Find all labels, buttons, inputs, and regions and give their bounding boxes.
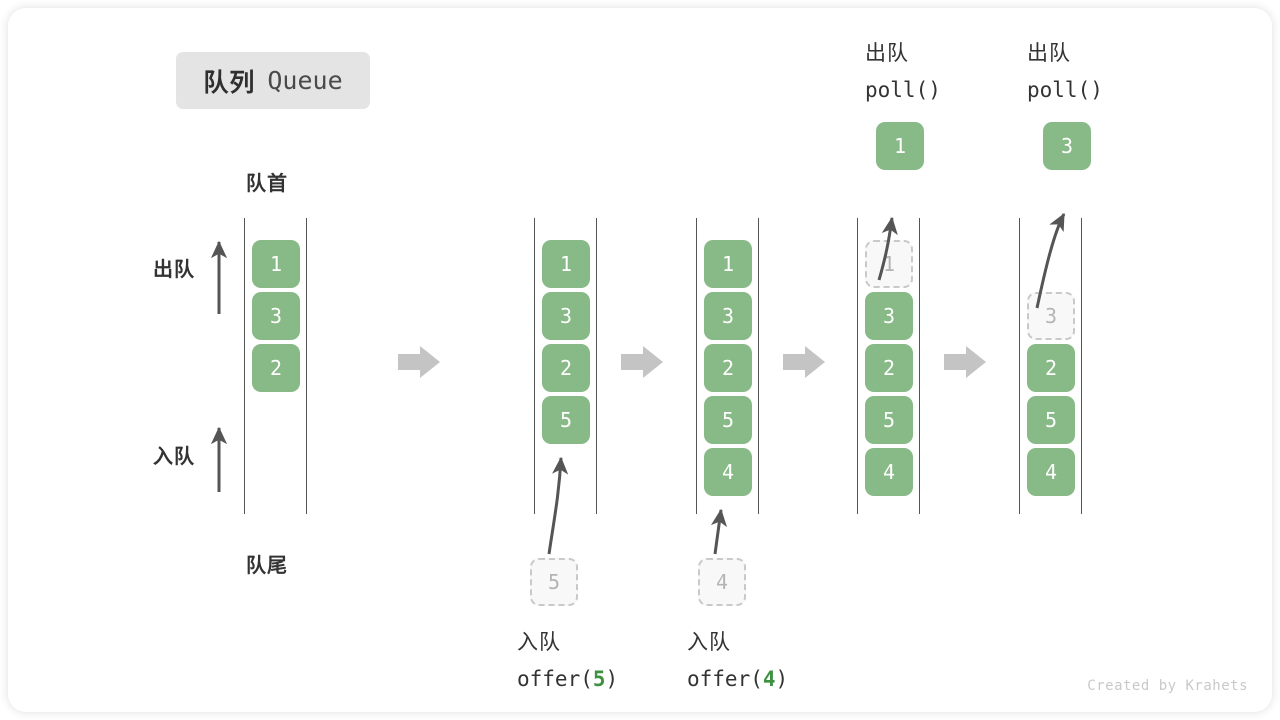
step-arrow-icon — [783, 346, 825, 378]
caption-fn: offer( — [687, 667, 763, 691]
queue-cell: 3 — [704, 292, 752, 340]
queue-cell: 5 — [865, 396, 913, 444]
caption-label: 入队 — [517, 631, 561, 654]
caption-label: 出队 — [1027, 42, 1071, 65]
queue-cell: 1 — [704, 240, 752, 288]
queue-column-offer-5: 1 3 2 5 — [534, 218, 598, 514]
queue-column-poll-1: 1 3 2 5 4 — [857, 218, 921, 514]
queue-cell: 5 — [542, 396, 590, 444]
queue-cell: 4 — [704, 448, 752, 496]
queue-cell: 1 — [542, 240, 590, 288]
watermark: Created by Krahets — [1087, 678, 1248, 694]
queue-cell: 3 — [542, 292, 590, 340]
rail-right-icon — [1081, 218, 1082, 514]
queue-cell: 2 — [1027, 344, 1075, 392]
queue-cell: 2 — [704, 344, 752, 392]
queue-cell: 5 — [704, 396, 752, 444]
queue-cell-removed: 3 — [1027, 292, 1075, 340]
queue-column-initial: 1 3 2 — [244, 218, 308, 514]
queue-column-offer-4: 1 3 2 5 4 — [696, 218, 760, 514]
queue-cell: 3 — [252, 292, 300, 340]
rail-right-icon — [306, 218, 307, 514]
caption-code: offer(4) — [687, 661, 788, 697]
caption-poll-1: 出队 poll() — [865, 36, 941, 108]
queue-cell: 2 — [865, 344, 913, 392]
step-arrow-icon — [944, 346, 986, 378]
rail-left-icon — [244, 218, 245, 514]
caption-fn-end: ) — [605, 667, 619, 691]
queue-cell: 5 — [1027, 396, 1075, 444]
rail-left-icon — [1019, 218, 1020, 514]
polled-value-cell: 3 — [1043, 122, 1091, 170]
queue-cell: 4 — [1027, 448, 1075, 496]
caption-code: poll() — [865, 78, 941, 102]
caption-label: 入队 — [687, 631, 731, 654]
caption-arg: 4 — [762, 667, 776, 691]
caption-code: offer(5) — [517, 661, 618, 697]
caption-arg: 5 — [592, 667, 606, 691]
rail-left-icon — [534, 218, 535, 514]
caption-fn: offer( — [517, 667, 593, 691]
title-en: Queue — [267, 66, 343, 95]
head-label: 队首 — [246, 173, 288, 195]
queue-cell-removed: 1 — [865, 240, 913, 288]
queue-cell: 3 — [865, 292, 913, 340]
pending-enqueue-cell: 4 — [698, 558, 746, 606]
queue-cell: 1 — [252, 240, 300, 288]
queue-cell: 2 — [252, 344, 300, 392]
rail-left-icon — [857, 218, 858, 514]
rail-right-icon — [596, 218, 597, 514]
caption-code: poll() — [1027, 78, 1103, 102]
enqueue-side-label: 入队 — [153, 446, 195, 468]
queue-cell: 2 — [542, 344, 590, 392]
pending-enqueue-cell: 5 — [530, 558, 578, 606]
step-arrow-icon — [398, 346, 440, 378]
caption-poll-3: 出队 poll() — [1027, 36, 1103, 108]
caption-label: 出队 — [865, 42, 909, 65]
caption-fn-end: ) — [775, 667, 789, 691]
tail-label: 队尾 — [246, 555, 288, 577]
polled-value-cell: 1 — [876, 122, 924, 170]
rail-right-icon — [758, 218, 759, 514]
enqueue-4-arrow-icon — [710, 508, 728, 555]
diagram-canvas: 队列 Queue 队首 队尾 出队 入队 1 3 2 1 3 2 5 1 3 2… — [8, 8, 1272, 712]
dequeue-side-label: 出队 — [153, 259, 195, 281]
caption-offer-5: 入队 offer(5) — [517, 625, 618, 697]
queue-column-poll-3: 3 2 5 4 — [1019, 218, 1083, 514]
step-arrow-icon — [621, 346, 663, 378]
rail-left-icon — [696, 218, 697, 514]
rail-right-icon — [919, 218, 920, 514]
title-cn: 队列 — [203, 68, 256, 97]
queue-cell: 4 — [865, 448, 913, 496]
title-badge: 队列 Queue — [176, 52, 370, 109]
caption-offer-4: 入队 offer(4) — [687, 625, 788, 697]
